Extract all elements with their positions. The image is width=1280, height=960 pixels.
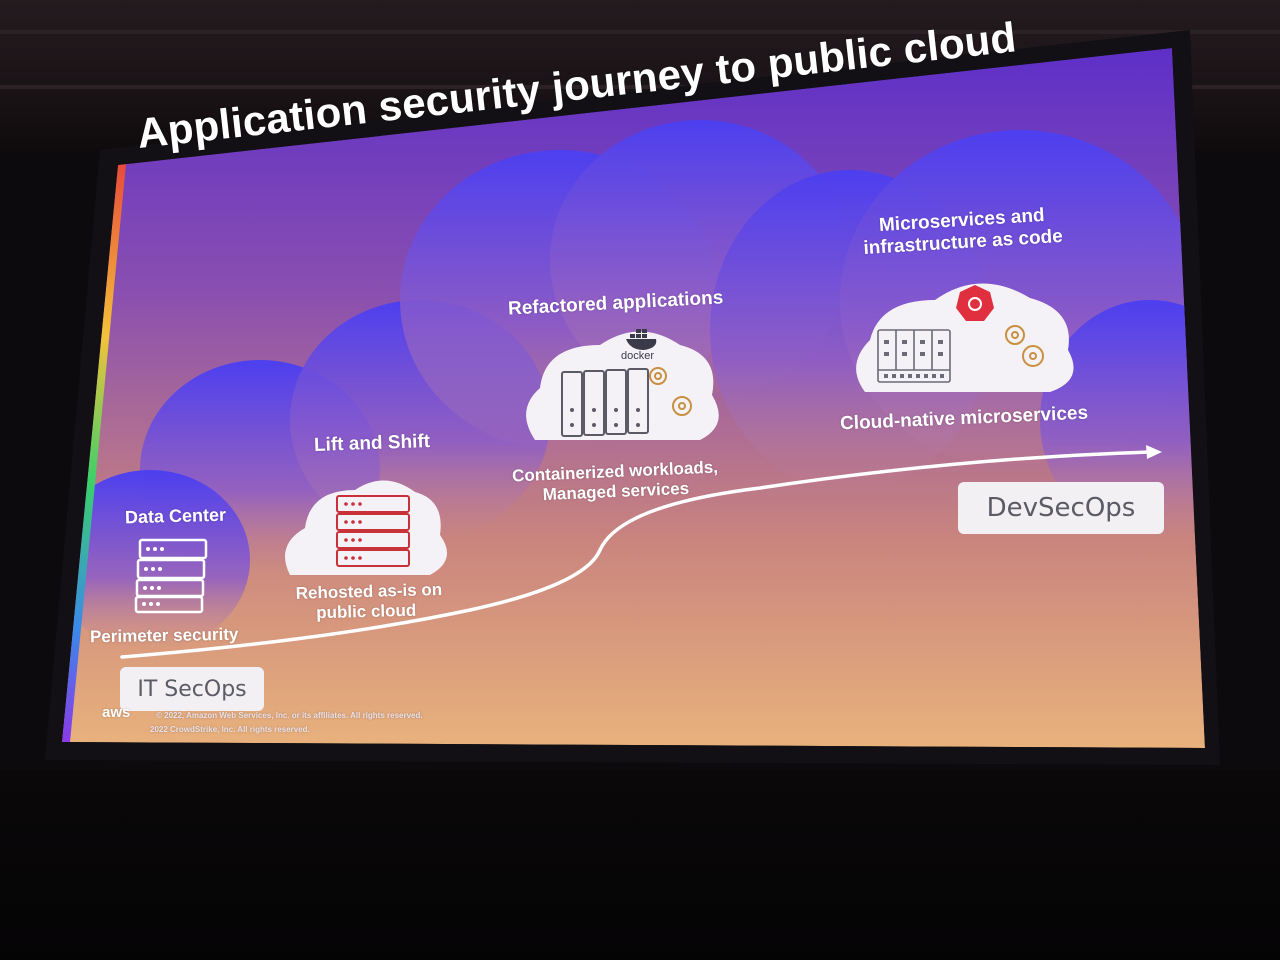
devsecops-badge: DevSecOps [958,482,1164,534]
docker-label: docker [621,350,655,362]
arrowhead-icon [1146,445,1162,459]
gear-icon [1005,325,1044,367]
it-secops-badge: IT SecOps [120,667,264,711]
stage-data-center-caption: Perimeter security [89,624,239,647]
gear-icon [649,367,692,416]
stage-data-center-heading: Data Center [124,504,227,528]
docker-whale-icon [626,329,657,350]
stage-lift-and-shift-caption: Rehosted as-is on public cloud [296,580,443,624]
stage-lift-and-shift-heading: Lift and Shift [313,430,431,457]
caption-line: public cloud [315,600,417,623]
cloud-lift-and-shift [285,480,448,575]
cloud-microservices [856,283,1074,392]
rehosted-server-icon [336,495,410,567]
copyright-amazon: © 2022, Amazon Web Services, Inc. or its… [156,711,423,720]
ceiling-trim [0,30,1280,34]
ceiling-trim [0,85,1280,89]
background-clouds [62,120,1205,650]
microservices-rack-icon [877,329,951,383]
room-floor [0,770,1280,960]
cloud-refactored [526,331,719,440]
kubernetes-icon [956,285,994,321]
container-icon [561,368,649,437]
rainbow-edge [62,164,126,742]
aws-logo: aws [102,704,131,721]
copyright-crowdstrike: 2022 CrowdStrike, Inc. All rights reserv… [150,725,310,734]
journey-curve [120,450,1152,659]
data-center-server-icon [134,538,208,614]
